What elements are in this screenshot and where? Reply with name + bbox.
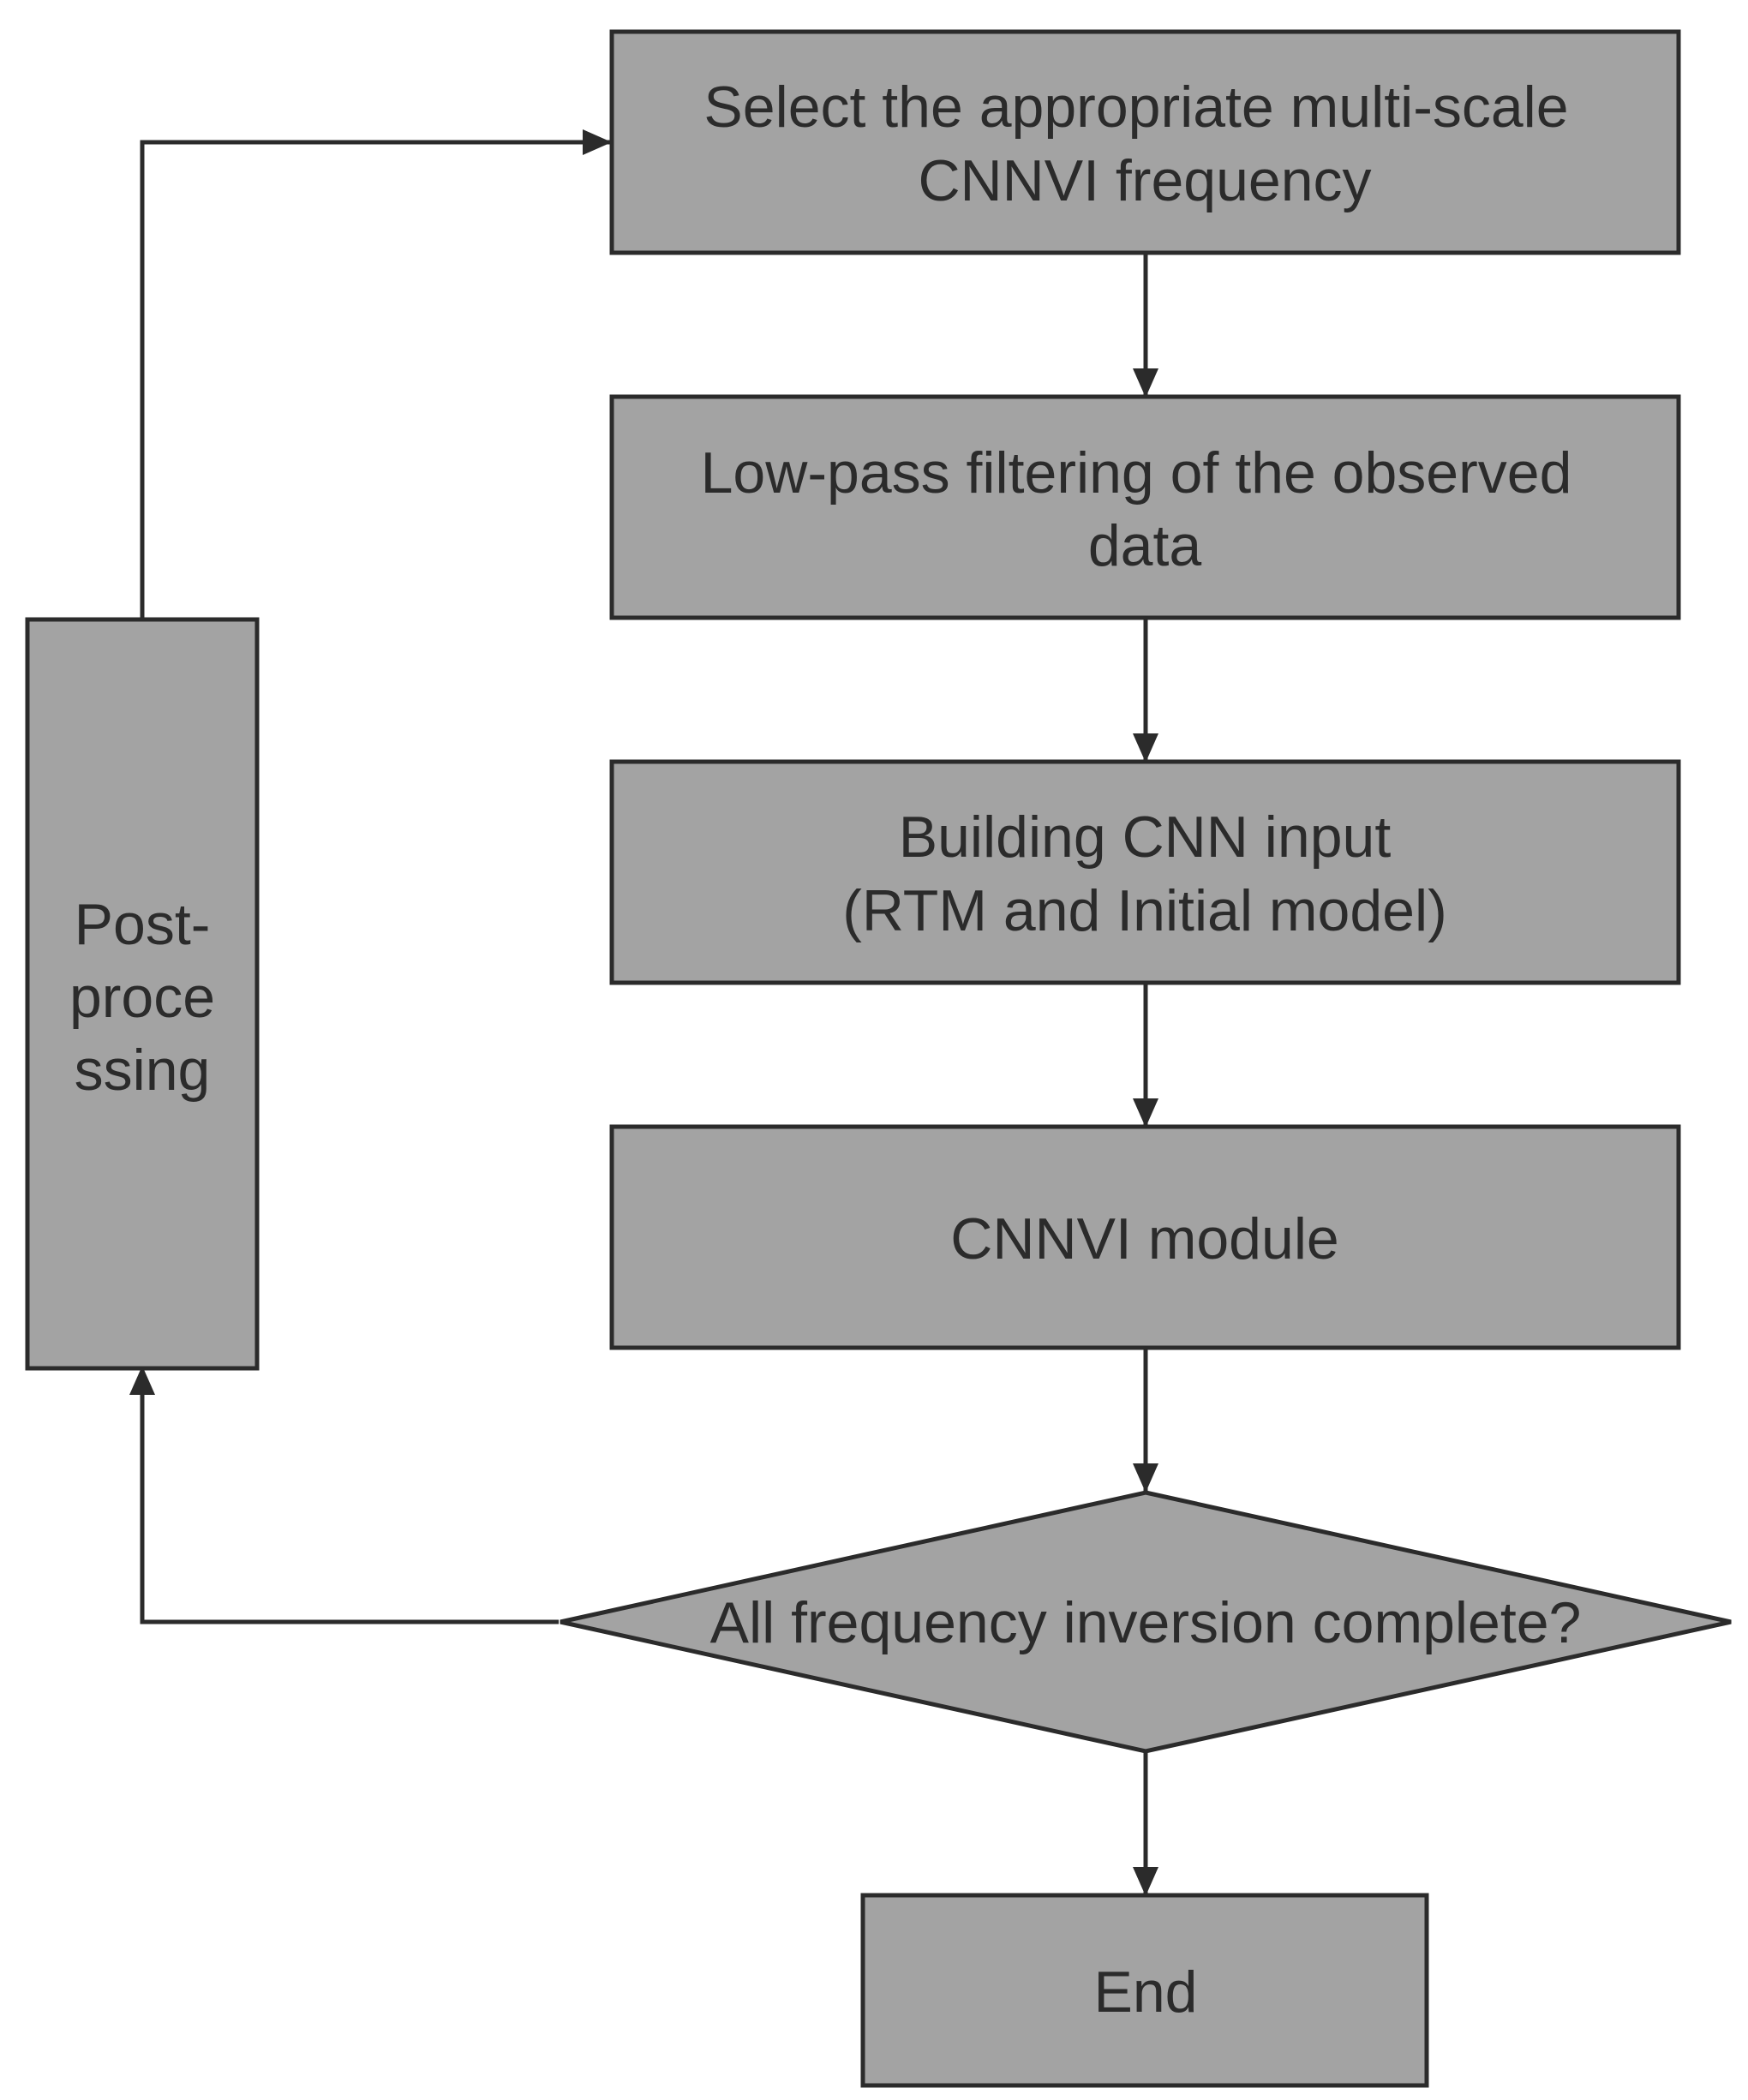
post-processing-line-3: ssing: [75, 1038, 211, 1103]
step-label-line-2: CNNVI frequency: [918, 148, 1371, 213]
step-select-frequency: Select the appropriate multi-scale CNNVI…: [609, 29, 1681, 255]
step-cnn-input: Building CNN input (RTM and Initial mode…: [609, 759, 1681, 985]
step-box: [609, 759, 1681, 985]
step-label-line-1: CNNVI module: [950, 1206, 1339, 1271]
step-low-pass: Low-pass filtering of the observed data: [609, 394, 1681, 620]
post-processing-line-2: proce: [69, 965, 215, 1030]
end-node: End: [860, 1893, 1429, 2088]
step-label-line-2: (RTM and Initial model): [842, 878, 1446, 943]
arrow-postprocessing-to-select: [140, 129, 612, 619]
end-box: [860, 1893, 1429, 2088]
post-processing-line-1: Post-: [75, 892, 211, 957]
step-label-line-2: data: [1088, 513, 1202, 578]
step-label-line-1: Select the appropriate multi-scale: [703, 75, 1568, 140]
post-processing-box: [25, 617, 260, 1371]
step-cnnvi-module: CNNVI module: [609, 1124, 1681, 1350]
connectors: [129, 129, 1158, 1896]
step-box: [609, 29, 1681, 255]
arrow-decision-to-postprocessing: [129, 1366, 559, 1624]
end-label: End: [1094, 1959, 1198, 2025]
step-label-line-1: Building CNN input: [899, 805, 1392, 870]
step-box: [609, 1124, 1681, 1350]
step-label-line-1: Low-pass filtering of the observed: [701, 440, 1572, 506]
decision-label: All frequency inversion complete?: [710, 1590, 1582, 1655]
step-box: [609, 394, 1681, 620]
decision-all-frequencies: All frequency inversion complete?: [560, 1490, 1732, 1754]
decision-diamond: [560, 1490, 1732, 1754]
post-processing-node: Post- proce ssing: [25, 617, 260, 1371]
